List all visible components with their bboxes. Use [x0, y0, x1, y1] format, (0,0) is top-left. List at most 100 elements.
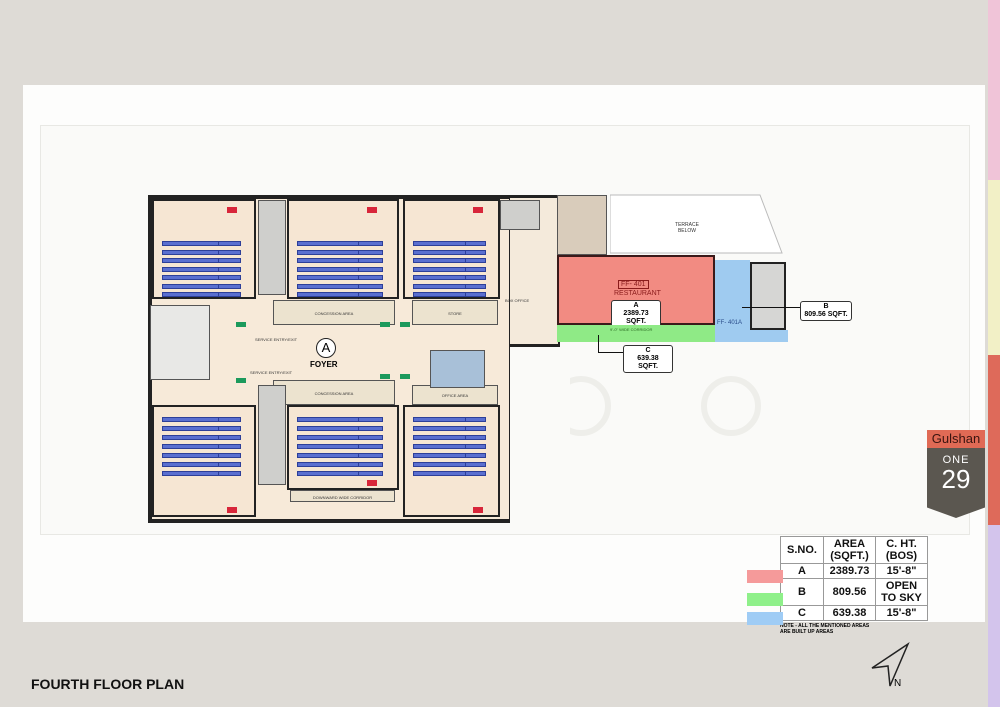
seat-row	[465, 444, 487, 449]
seat-row	[162, 266, 220, 272]
seat-row	[218, 283, 242, 289]
seat-row	[358, 462, 384, 467]
seat-row	[358, 426, 384, 431]
seat-row	[218, 435, 242, 440]
color-strip-lavender	[988, 525, 1000, 707]
callout-c-leader	[598, 335, 599, 353]
seat-row	[297, 292, 359, 297]
logo-body: ONE 29	[927, 448, 985, 518]
seat-row	[465, 417, 487, 422]
box-office-label: BOX OFFICE	[505, 298, 530, 303]
exit-sign	[367, 207, 378, 213]
stair-core	[500, 200, 540, 230]
exit-sign	[472, 507, 483, 513]
seat-row	[358, 453, 384, 458]
office-area: OFFICE AREA	[412, 385, 498, 405]
auditorium	[152, 405, 256, 517]
seat-row	[297, 283, 359, 289]
auditorium	[403, 199, 500, 299]
seat-row	[413, 258, 467, 263]
seat-row	[358, 444, 384, 449]
seat-row	[162, 241, 220, 246]
seat-row	[218, 275, 242, 280]
seat-row	[218, 266, 242, 272]
concession-area-top: CONCESSION AREA	[273, 300, 395, 325]
callout-b-leader	[742, 307, 800, 308]
seat-row	[358, 275, 384, 280]
exit-sign	[472, 207, 483, 213]
seat-row	[218, 444, 242, 449]
exit-sign	[380, 322, 390, 327]
seat-row	[358, 241, 384, 246]
seat-row	[413, 292, 467, 297]
seat-row	[162, 435, 220, 440]
seat-row	[358, 249, 384, 255]
seat-row	[465, 283, 487, 289]
seat-row	[358, 283, 384, 289]
logo-brand: Gulshan	[927, 430, 985, 448]
seat-row	[465, 453, 487, 458]
toilet-block	[150, 305, 210, 380]
seat-row	[218, 258, 242, 263]
seat-row	[297, 453, 359, 458]
seat-row	[358, 417, 384, 422]
seat-row	[162, 283, 220, 289]
auditorium	[152, 199, 256, 299]
exit-sign	[380, 374, 390, 379]
seat-row	[465, 462, 487, 467]
seat-row	[218, 426, 242, 431]
seat-row	[297, 444, 359, 449]
seat-row	[297, 435, 359, 440]
auditorium	[287, 405, 399, 490]
exit-sign	[236, 322, 246, 327]
zone-b-stair	[750, 262, 786, 330]
stair-core	[258, 385, 286, 485]
swatch-c	[747, 612, 783, 625]
foyer-label: FOYER	[310, 360, 338, 369]
seat-row	[297, 249, 359, 255]
exit-sign	[400, 374, 410, 379]
seat-row	[413, 471, 467, 476]
seat-row	[465, 249, 487, 255]
seat-row	[162, 275, 220, 280]
seat-row	[465, 471, 487, 476]
seat-row	[413, 249, 467, 255]
exit-sign	[226, 507, 237, 513]
seat-row	[162, 426, 220, 431]
seat-row	[218, 292, 242, 297]
seat-row	[218, 249, 242, 255]
swatch-a	[747, 570, 783, 583]
seat-row	[297, 241, 359, 246]
seat-row	[162, 453, 220, 458]
zone-b	[715, 260, 750, 330]
auditorium	[287, 199, 399, 299]
lift-lobby	[557, 195, 607, 255]
seat-row	[413, 241, 467, 246]
auditorium	[403, 405, 500, 517]
exit-sign	[236, 378, 246, 383]
zone-c-corridor-blue	[715, 330, 788, 342]
seat-row	[162, 417, 220, 422]
seat-row	[297, 471, 359, 476]
seat-row	[413, 435, 467, 440]
seat-row	[465, 258, 487, 263]
concession-area-bottom: CONCESSION AREA	[273, 380, 395, 405]
color-strip-red	[988, 355, 1000, 525]
seat-row	[465, 426, 487, 431]
gulshan-logo: Gulshan ONE 29	[927, 430, 985, 518]
escalator	[430, 350, 485, 388]
restaurant-unit-label: FF- 401	[618, 280, 649, 289]
seat-row	[465, 266, 487, 272]
seat-row	[162, 444, 220, 449]
plate-notch	[510, 345, 570, 525]
seat-row	[297, 426, 359, 431]
restaurant-label: RESTAURANT	[614, 290, 661, 297]
seat-row	[162, 471, 220, 476]
service-entry-label-bottom: SERVICE ENTRY/EXIT	[250, 370, 293, 375]
seat-row	[358, 435, 384, 440]
terrace-label: TERRACE BELOW	[675, 222, 699, 234]
